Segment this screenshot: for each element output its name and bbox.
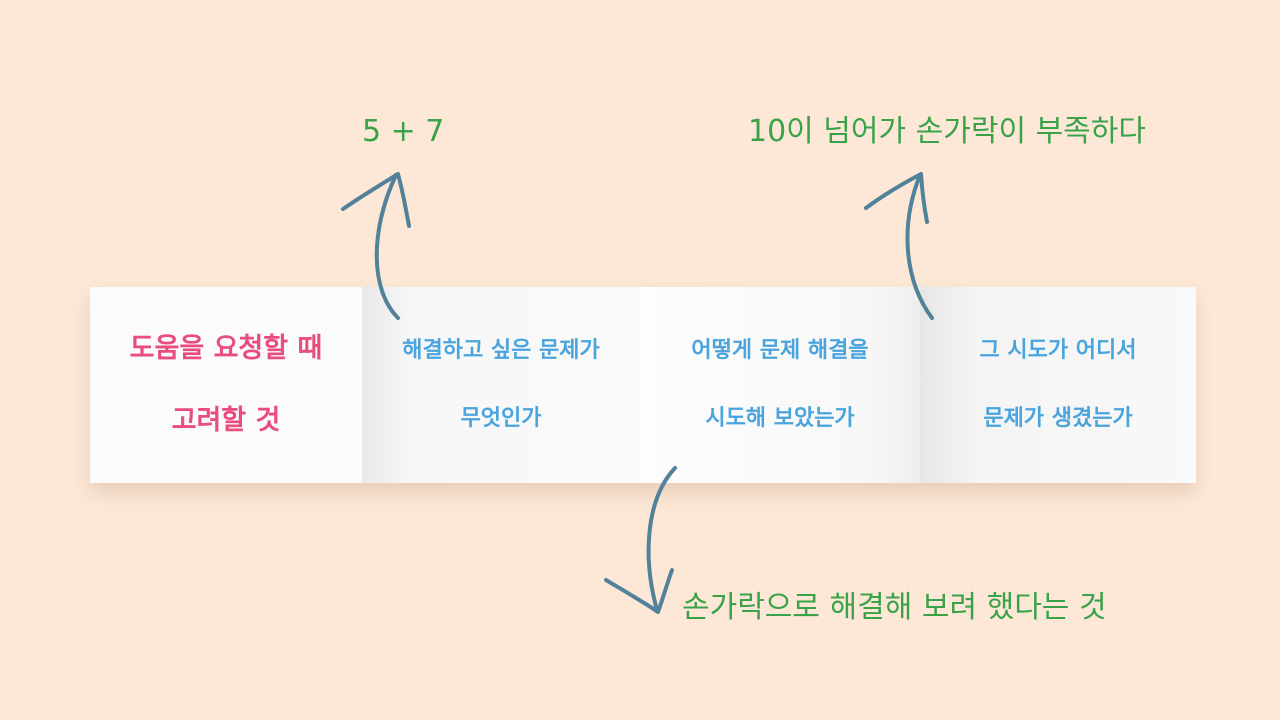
panel-where-line-1: 그 시도가 어디서: [979, 338, 1137, 363]
card-panel-problem: 해결하고 싶은 문제가 무엇인가: [362, 287, 640, 483]
panel-problem-line-2: 무엇인가: [460, 406, 542, 431]
panel-problem-line-1: 해결하고 싶은 문제가: [402, 338, 600, 363]
annotation-attempt-example: 손가락으로 해결해 보려 했다는 것: [682, 590, 1107, 625]
card-title-line-2: 고려할 것: [171, 405, 281, 436]
annotation-problem-example: 5 + 7: [362, 114, 445, 149]
card-title-line-1: 도움을 요청할 때: [129, 333, 323, 364]
card-panel-attempt: 어떻게 문제 해결을 시도해 보았는가: [640, 287, 920, 483]
arrow-to-location-example: [864, 172, 934, 320]
arrow-to-attempt-example: [604, 466, 677, 614]
card-title-panel: 도움을 요청할 때 고려할 것: [90, 287, 362, 483]
card-panel-where: 그 시도가 어디서 문제가 생겼는가: [920, 287, 1196, 483]
annotation-location-example: 10이 넘어가 손가락이 부족하다: [748, 114, 1146, 149]
arrow-to-problem-example: [341, 172, 411, 320]
panel-attempt-line-1: 어떻게 문제 해결을: [691, 338, 869, 363]
panel-where-line-2: 문제가 생겼는가: [983, 406, 1133, 431]
folded-paper-card: 도움을 요청할 때 고려할 것 해결하고 싶은 문제가 무엇인가 어떻게 문제 …: [90, 287, 1196, 483]
panel-attempt-line-2: 시도해 보았는가: [705, 406, 855, 431]
